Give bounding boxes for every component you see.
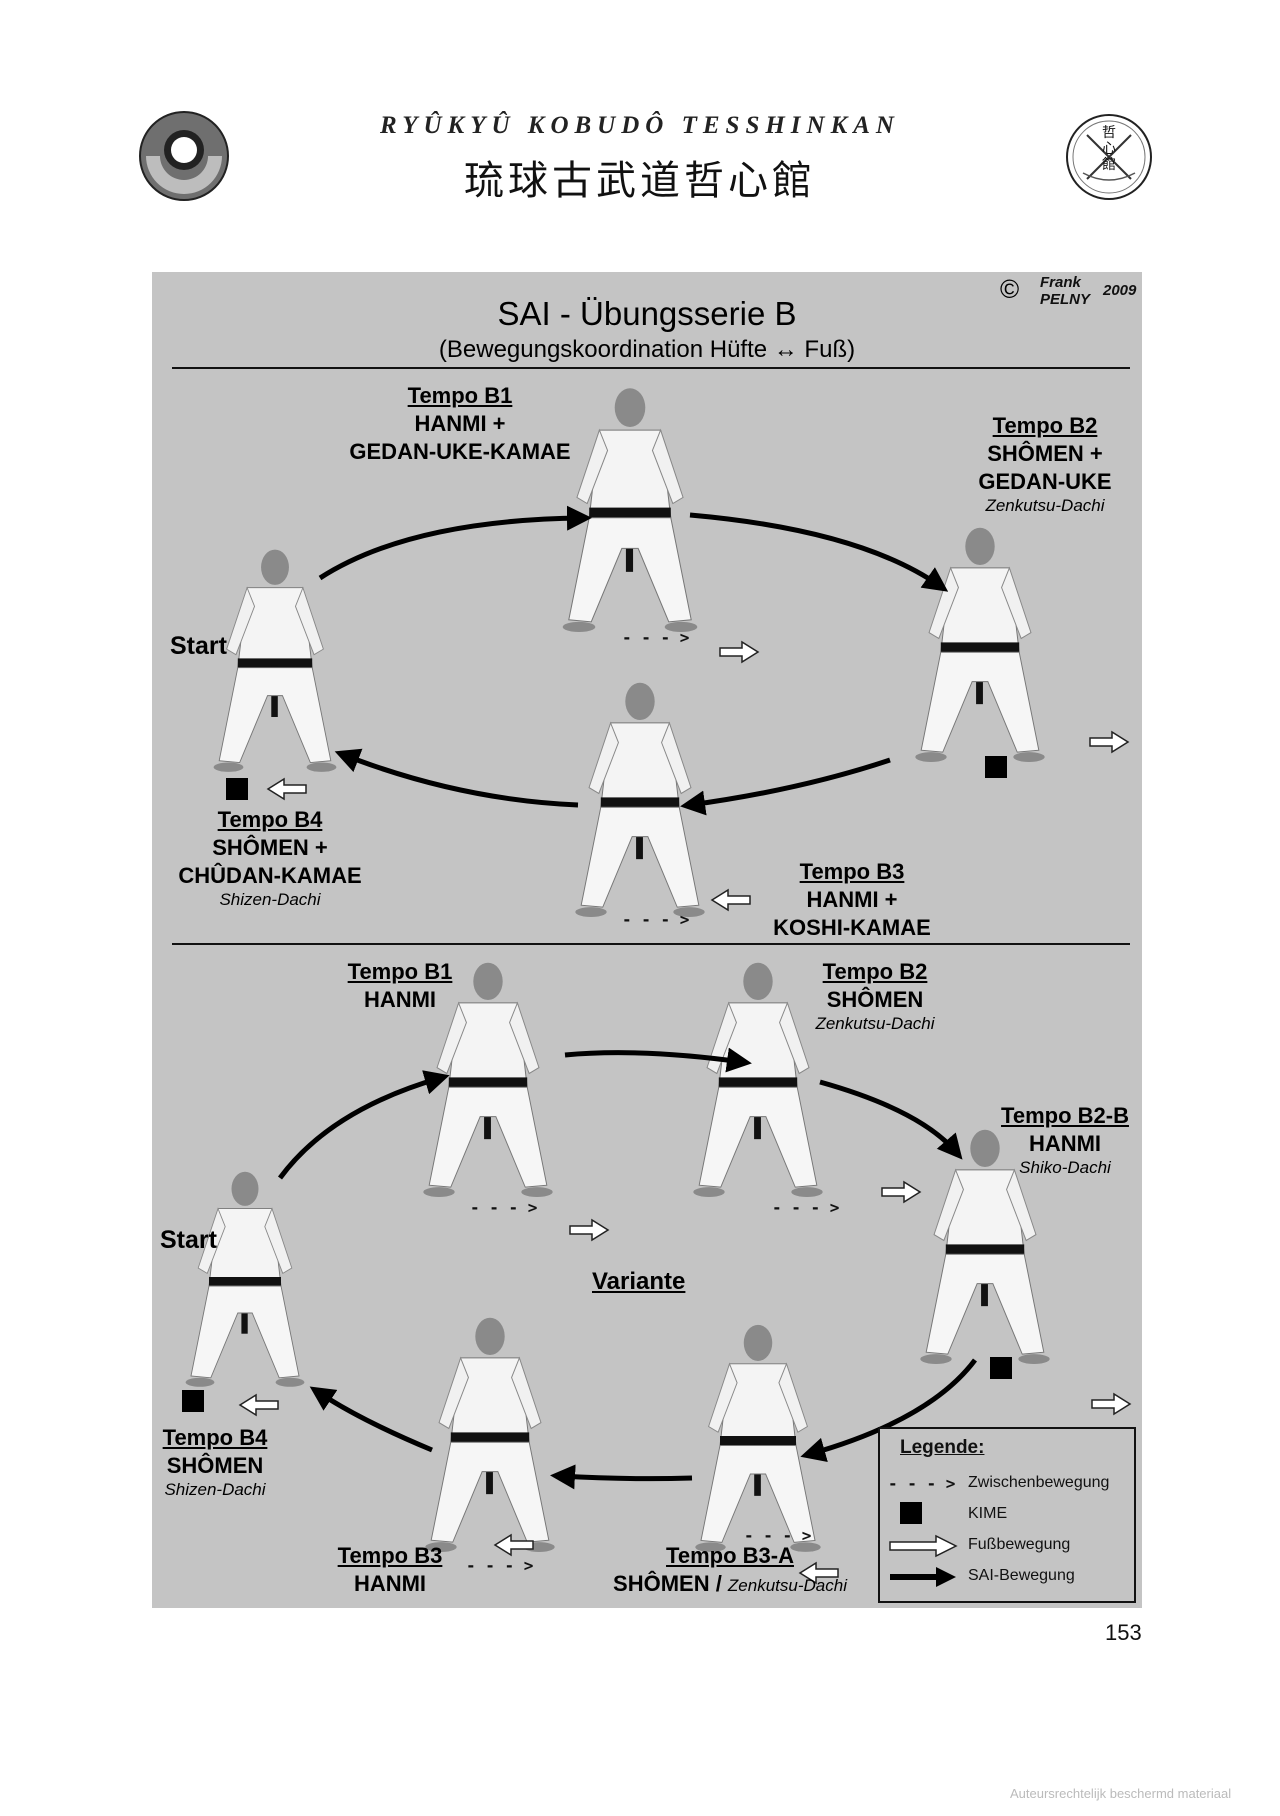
copyright-symbol: © [1000, 274, 1020, 304]
solid-arrow-icon [888, 1564, 958, 1590]
legend-box: Legende: - - - > Zwischenbewegung KIME F… [878, 1427, 1136, 1603]
author-last: PELNY [1040, 291, 1091, 308]
legend-row-intermediate: - - - > Zwischenbewegung [888, 1471, 1128, 1497]
divider-middle [172, 943, 1130, 945]
seal-kanji: 哲心館 [1102, 125, 1116, 173]
legend-dash-symbol: - - - > [888, 1474, 956, 1493]
lower-b3a-sep: / [709, 1571, 728, 1596]
upper-b4-label: Tempo B4 SHÔMEN + CHÛDAN-KAMAE Shizen-Da… [150, 806, 390, 910]
lower-b2-tempo: Tempo B2 [822, 959, 928, 984]
upper-b2-kime [985, 756, 1007, 778]
lower-b2b-stance: Shiko-Dachi [1019, 1158, 1111, 1177]
lower-b4-kime [182, 1390, 204, 1412]
upper-b4-line1: SHÔMEN + [212, 835, 328, 860]
lower-b3-line1: HANMI [353, 1571, 427, 1596]
upper-b2-line1: SHÔMEN + [987, 441, 1103, 466]
upper-b4-tempo: Tempo B4 [217, 807, 323, 832]
legend-row-foot: Fußbewegung [888, 1533, 1128, 1559]
lower-b3a-line1: SHÔMEN [613, 1571, 710, 1596]
lower-b2b-line1: HANMI [1028, 1131, 1102, 1156]
lower-b4-stance: Shizen-Dachi [164, 1480, 266, 1499]
upper-b1-line1: HANMI + [414, 411, 506, 436]
figure-lower-b3a [694, 1324, 822, 1553]
kime-square-icon [888, 1502, 958, 1528]
lower-b2-stance: Zenkutsu-Dachi [815, 1014, 935, 1033]
lower-b3-label: Tempo B3 HANMI [320, 1542, 460, 1598]
upper-start-label: Start [170, 632, 227, 660]
upper-b3-line2: KOSHI-KAMAE [773, 915, 931, 940]
panel-subtitle: (Bewegungskoordination Hüfte ↔ Fuß) [438, 336, 856, 363]
upper-b4-stance: Shizen-Dachi [219, 890, 321, 909]
lower-b1-label: Tempo B1 HANMI [320, 958, 480, 1014]
figure-upper-b2 [914, 527, 1046, 763]
author-first: Frank [1040, 274, 1081, 291]
lower-b3a-tempo: Tempo B3-A [666, 1543, 794, 1568]
copyright-watermark: Auteursrechtelijk beschermd materiaal [1010, 1786, 1232, 1801]
lower-b2-line1: SHÔMEN [826, 987, 924, 1012]
upper-b1-label: Tempo B1 HANMI + GEDAN-UKE-KAMAE [330, 382, 590, 466]
upper-b2-label: Tempo B2 SHÔMEN + GEDAN-UKE Zenkutsu-Dac… [945, 412, 1145, 516]
lower-b3-tempo: Tempo B3 [337, 1543, 443, 1568]
legend-kime-label: KIME [968, 1505, 1008, 1522]
dojo-logo-left [138, 110, 230, 202]
outline-arrow-icon [888, 1533, 958, 1559]
lower-b1-line1: HANMI [363, 987, 437, 1012]
lower-b3a-stance: Zenkutsu-Dachi [727, 1576, 847, 1595]
legend-intermediate-label: Zwischenbewegung [968, 1474, 1110, 1491]
upper-b3-label: Tempo B3 HANMI + KOSHI-KAMAE [742, 858, 962, 942]
upper-b2-stance: Zenkutsu-Dachi [985, 496, 1105, 515]
panel-title: SAI - Übungsserie B [497, 295, 797, 332]
legend-foot-label: Fußbewegung [968, 1536, 1071, 1553]
lower-b1-tempo: Tempo B1 [347, 959, 453, 984]
upper-b2-tempo: Tempo B2 [992, 413, 1098, 438]
header-kanji-title: 琉球古武道哲心館 [464, 158, 816, 204]
author: Frank PELNY [1040, 274, 1090, 308]
upper-b3-tempo: Tempo B3 [799, 859, 905, 884]
lower-b2-intermediate: - - - > [772, 1198, 840, 1217]
upper-b1-intermediate: - - - > [622, 628, 690, 647]
header-latin-title: RYÛKYÛ KOBUDÔ TESSHINKAN [379, 112, 900, 139]
lower-b3a-label: Tempo B3-A SHÔMEN / Zenkutsu-Dachi [585, 1542, 875, 1600]
upper-b2-line2: GEDAN-UKE [978, 469, 1112, 494]
lower-b4-line1: SHÔMEN [166, 1453, 264, 1478]
divider-top [172, 367, 1130, 369]
year: 2009 [1103, 282, 1137, 299]
lower-b2b-label: Tempo B2-B HANMI Shiko-Dachi [985, 1102, 1145, 1178]
page-number: 153 [1105, 1620, 1142, 1645]
lower-start-label: Start [160, 1226, 217, 1254]
lower-b4-label: Tempo B4 SHÔMEN Shizen-Dachi [140, 1424, 290, 1500]
figure-upper-start [213, 549, 337, 773]
upper-b1-tempo: Tempo B1 [407, 383, 513, 408]
upper-b1-line2: GEDAN-UKE-KAMAE [349, 439, 571, 464]
legend-row-sai: SAI-Bewegung [888, 1564, 1128, 1590]
lower-b4-tempo: Tempo B4 [162, 1425, 268, 1450]
legend-title: Legende: [900, 1437, 985, 1458]
figure-upper-b3 [574, 682, 706, 918]
tesshinkan-seal-logo [1065, 113, 1153, 201]
upper-b4-kime [226, 778, 248, 800]
upper-b3-line1: HANMI + [806, 887, 898, 912]
figure-lower-b3 [424, 1317, 556, 1553]
upper-b3-intermediate: - - - > [622, 910, 690, 929]
lower-b3a-intermediate: - - - > [744, 1526, 812, 1545]
lower-b1-intermediate: - - - > [470, 1198, 538, 1217]
lower-b2-label: Tempo B2 SHÔMEN Zenkutsu-Dachi [790, 958, 960, 1034]
lower-b2b-kime [990, 1357, 1012, 1379]
variante-label: Variante [592, 1268, 686, 1295]
figure-lower-start [185, 1171, 305, 1388]
lower-b2b-tempo: Tempo B2-B [1001, 1103, 1129, 1128]
upper-b4-line2: CHÛDAN-KAMAE [178, 863, 362, 888]
legend-row-kime: KIME [888, 1502, 1128, 1528]
lower-b3-intermediate: - - - > [466, 1556, 534, 1575]
legend-sai-label: SAI-Bewegung [968, 1567, 1075, 1584]
